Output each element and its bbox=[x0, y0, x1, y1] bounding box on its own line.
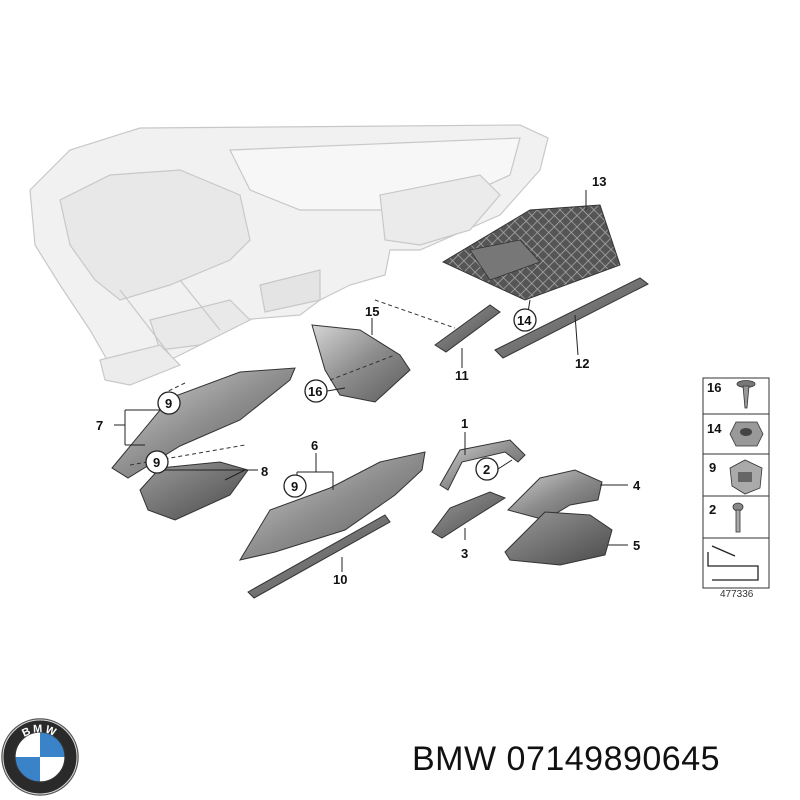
svg-text:BMW: BMW bbox=[20, 723, 59, 740]
callout-10: 10 bbox=[333, 572, 347, 587]
callout-7: 7 bbox=[96, 418, 103, 433]
dashboard-ghost bbox=[29, 124, 549, 386]
part-13-mesh-panel bbox=[441, 204, 621, 301]
callout-14: 14 bbox=[517, 313, 532, 328]
callout-13: 13 bbox=[592, 174, 606, 189]
legend-ref-number: 477336 bbox=[720, 589, 754, 600]
bmw-roundel-icon: BMW bbox=[1, 718, 79, 796]
direction-arrow-icon bbox=[707, 545, 759, 581]
legend-label-16: 16 bbox=[707, 380, 721, 395]
callout-9-c: 9 bbox=[291, 479, 298, 494]
hex-nut-icon bbox=[729, 421, 764, 447]
callout-4: 4 bbox=[633, 478, 641, 493]
spring-nut-icon bbox=[729, 459, 763, 495]
legend-label-2: 2 bbox=[709, 502, 716, 517]
callout-9-a: 9 bbox=[165, 396, 172, 411]
part-12-strip bbox=[494, 277, 649, 359]
callout-3: 3 bbox=[461, 546, 468, 561]
part-8-glovebox bbox=[139, 461, 249, 521]
screw-icon bbox=[736, 380, 756, 409]
part-number-caption: BMW 07149890645 bbox=[412, 740, 721, 778]
legend-label-14: 14 bbox=[707, 421, 722, 436]
callout-12: 12 bbox=[575, 356, 589, 371]
part-10-strip bbox=[247, 514, 391, 599]
part-7-lower-trim bbox=[111, 367, 296, 479]
callout-2: 2 bbox=[483, 462, 490, 477]
callout-11: 11 bbox=[455, 368, 469, 383]
logo-brand: BMW bbox=[20, 723, 57, 740]
part-5-column-cover bbox=[504, 511, 613, 566]
callout-8: 8 bbox=[261, 464, 268, 479]
callout-9-b: 9 bbox=[153, 455, 160, 470]
circled-callouts bbox=[145, 308, 537, 498]
part-3-bracket bbox=[431, 491, 507, 539]
part-15-trim-panel bbox=[311, 324, 411, 403]
callout-15: 15 bbox=[365, 304, 379, 319]
part-1-bracket bbox=[439, 439, 526, 491]
part-11-trim bbox=[434, 304, 501, 353]
legend-label-9: 9 bbox=[709, 460, 716, 475]
bolt-icon bbox=[732, 502, 744, 533]
part-6-lower-trim bbox=[238, 451, 426, 561]
callout-1: 1 bbox=[461, 416, 468, 431]
callout-5: 5 bbox=[633, 538, 640, 553]
fastener-legend: 16 14 9 2 bbox=[702, 377, 770, 589]
callout-16: 16 bbox=[308, 384, 322, 399]
callout-6: 6 bbox=[311, 438, 318, 453]
